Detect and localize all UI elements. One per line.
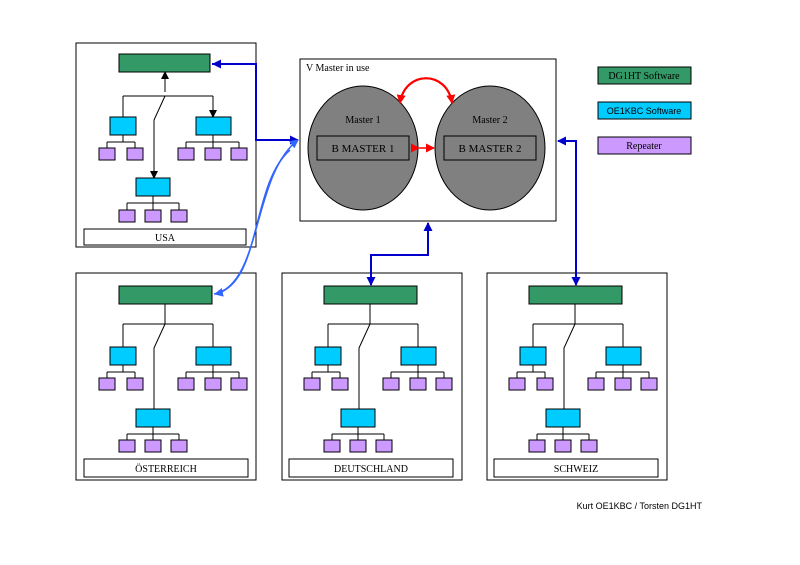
oesterreich-oe1kbc-left xyxy=(109,346,137,366)
b-master1-label: B MASTER 1 xyxy=(332,143,395,155)
usa-oe1kbc-left xyxy=(109,116,137,136)
usa-repeater xyxy=(170,209,188,223)
b-master1-box xyxy=(316,135,410,161)
schweiz-repeater xyxy=(528,439,546,453)
master2-ellipse xyxy=(434,85,546,211)
legend: DG1HT Software OE1KBC Software Repeater xyxy=(597,66,692,155)
schweiz-repeater xyxy=(587,377,605,391)
deutschland-repeater xyxy=(349,439,367,453)
credit-text: Kurt OE1KBC / Torsten DG1HT xyxy=(577,501,703,511)
oesterreich-oe1kbc-right xyxy=(195,346,232,366)
schweiz-repeater xyxy=(614,377,632,391)
schweiz-label: SCHWEIZ xyxy=(554,464,598,475)
deutschland-repeater xyxy=(409,377,427,391)
usa-label-box xyxy=(83,228,247,246)
oesterreich-label-box xyxy=(83,458,249,478)
legend-label-repeater: Repeater xyxy=(626,141,662,152)
oesterreich-panel xyxy=(75,272,257,481)
schweiz-dg1ht-node xyxy=(528,285,623,305)
deutschland-repeater xyxy=(303,377,321,391)
usa-repeater xyxy=(126,147,144,161)
schweiz-label-box xyxy=(493,458,659,478)
oesterreich-repeater xyxy=(98,377,116,391)
usa-repeater xyxy=(204,147,222,161)
oesterreich-oe1kbc-bottom xyxy=(135,408,171,428)
oesterreich-repeater xyxy=(144,439,162,453)
schweiz-repeater xyxy=(536,377,554,391)
legend-swatch-repeater xyxy=(597,136,692,155)
schweiz-repeater xyxy=(554,439,572,453)
master-panel-group: V Master in use Master 1 Master 2 B MAST… xyxy=(299,58,557,222)
schweiz-repeater xyxy=(580,439,598,453)
usa-repeater xyxy=(177,147,195,161)
legend-swatch-oe1kbc xyxy=(597,101,692,120)
usa-bottom-fan xyxy=(126,196,180,210)
usa-right-fan xyxy=(185,135,240,148)
schweiz-oe1kbc-bottom xyxy=(545,408,581,428)
deutschland-repeater xyxy=(375,439,393,453)
usa-label: USA xyxy=(155,233,176,244)
region-oesterreich: ÖSTERREICH xyxy=(75,272,257,481)
region-usa: USA xyxy=(75,42,257,248)
deutschland-oe1kbc-left xyxy=(314,346,342,366)
usa-repeater xyxy=(98,147,116,161)
schweiz-master-link xyxy=(557,136,577,285)
oesterreich-branch-top xyxy=(122,304,214,347)
schweiz-oe1kbc-left xyxy=(519,346,547,366)
oesterreich-repeater xyxy=(204,377,222,391)
deutschland-oe1kbc-bottom xyxy=(340,408,376,428)
deutschland-repeater xyxy=(435,377,453,391)
usa-repeater xyxy=(144,209,162,223)
schweiz-repeater xyxy=(640,377,658,391)
legend-swatch-dg1ht xyxy=(597,66,692,85)
oesterreich-label: ÖSTERREICH xyxy=(135,463,197,475)
master-arc-link-back xyxy=(396,77,453,104)
master2-title: Master 2 xyxy=(472,115,507,126)
usa-oe1kbc-right xyxy=(195,116,232,136)
usa-left-fan xyxy=(106,135,136,148)
schweiz-repeater xyxy=(508,377,526,391)
deutschland-label-box xyxy=(288,458,454,478)
oesterreich-repeater xyxy=(170,439,188,453)
deutschland-dg1ht-node xyxy=(323,285,418,305)
deutschland-repeater xyxy=(331,377,349,391)
oesterreich-repeater xyxy=(177,377,195,391)
b-master2-label: B MASTER 2 xyxy=(459,143,522,155)
usa-repeater xyxy=(230,147,248,161)
usa-dg1ht-node xyxy=(118,53,211,73)
legend-label-dg1ht: DG1HT Software xyxy=(608,71,680,82)
master-panel-title: V Master in use xyxy=(306,63,370,74)
usa-panel xyxy=(75,42,257,248)
oesterreich-repeater xyxy=(126,377,144,391)
usa-link-down xyxy=(150,95,166,179)
deutschland-repeater xyxy=(382,377,400,391)
region-deutschland: DEUTSCHLAND xyxy=(281,272,463,481)
deutschland-label: DEUTSCHLAND xyxy=(334,464,408,475)
master1-title: Master 1 xyxy=(345,115,380,126)
usa-repeater xyxy=(118,209,136,223)
oesterreich-dg1ht-node xyxy=(118,285,213,305)
region-schweiz: SCHWEIZ xyxy=(486,272,668,481)
b-master2-box xyxy=(443,135,537,161)
legend-label-oe1kbc: OE1KBC Software xyxy=(607,106,682,116)
deutschland-repeater xyxy=(323,439,341,453)
usa-oe1kbc-bottom xyxy=(135,177,171,197)
oesterreich-repeater xyxy=(230,377,248,391)
deutschland-oe1kbc-right xyxy=(400,346,437,366)
schweiz-oe1kbc-right xyxy=(605,346,642,366)
oesterreich-repeater xyxy=(118,439,136,453)
